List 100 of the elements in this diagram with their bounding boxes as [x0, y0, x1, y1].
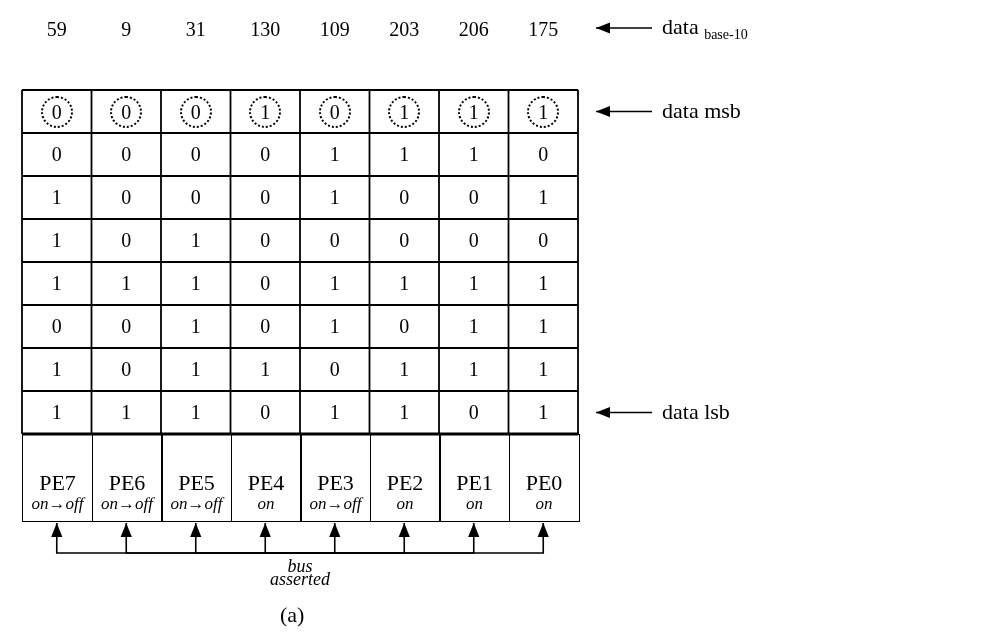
bit-value: 0 — [328, 358, 341, 380]
bit-value: 0 — [259, 229, 272, 251]
bit-value: 0 — [189, 143, 202, 165]
processor-name: PE3 — [317, 471, 354, 495]
bit-value: 0 — [120, 315, 133, 337]
processor-name: PE2 — [386, 471, 424, 495]
circled-bit: 0 — [40, 96, 73, 128]
circled-bit: 0 — [179, 96, 212, 128]
arrow — [595, 406, 653, 419]
processor-box — [22, 434, 93, 522]
bit-value: 1 — [189, 315, 202, 337]
arrow — [595, 22, 653, 34]
bit-value: 0 — [467, 186, 480, 208]
bit-value: 1 — [189, 272, 202, 294]
bit-value: 0 — [120, 358, 133, 380]
decimal-value: 206 — [457, 18, 490, 40]
processor-name: PE1 — [456, 471, 493, 495]
bit-value: 1 — [328, 401, 341, 423]
decimal-value: 109 — [318, 18, 351, 40]
bit-value: 1 — [120, 272, 133, 294]
state-label: on — [466, 495, 483, 513]
bus-label: bus asserted — [265, 560, 335, 586]
bit-value: 1 — [120, 401, 133, 423]
bit-value: 0 — [189, 186, 202, 208]
bit-value: 1 — [50, 229, 63, 251]
bit-value: 1 — [398, 358, 411, 380]
caption: (a) — [280, 602, 305, 628]
bit-value: 1 — [328, 186, 341, 208]
signal-label: data msb — [662, 97, 741, 124]
bit-value: 1 — [537, 315, 550, 337]
signal-label: data $_{base-10}$ — [662, 14, 748, 44]
processor-box — [439, 434, 510, 522]
bit-value: 1 — [189, 358, 202, 380]
processor-box — [300, 434, 371, 522]
bit-value: 1 — [537, 186, 550, 208]
decimal-value: 203 — [388, 18, 421, 40]
bit-value: 0 — [398, 186, 411, 208]
decimal-value: 59 — [45, 18, 68, 40]
processor-name: PE7 — [39, 471, 76, 495]
circled-bit: 1 — [388, 96, 421, 128]
bit-value: 1 — [189, 229, 202, 251]
bit-value: 1 — [398, 401, 411, 423]
arrow — [595, 105, 653, 118]
bit-value: 1 — [467, 315, 480, 337]
decimal-value: 31 — [184, 18, 207, 40]
bit-value: 1 — [467, 143, 480, 165]
bit-value: 1 — [467, 272, 480, 294]
bit-value: 1 — [467, 358, 480, 380]
bit-value: 1 — [189, 401, 202, 423]
arrow — [299, 522, 549, 554]
state-label: on→off — [31, 495, 84, 513]
decimal-value: 9 — [120, 18, 133, 40]
processor-name: PE6 — [108, 471, 146, 495]
bit-value: 0 — [259, 272, 272, 294]
arrow — [259, 522, 301, 554]
bit-value: 1 — [50, 272, 63, 294]
bit-value: 1 — [328, 272, 341, 294]
state-label: on→off — [309, 495, 362, 513]
bit-value: 0 — [467, 229, 480, 251]
decimal-value: 175 — [527, 18, 560, 40]
bit-value: 1 — [328, 315, 341, 337]
bit-value: 1 — [398, 143, 411, 165]
bit-value: 0 — [537, 143, 550, 165]
decimal-value: 130 — [249, 18, 282, 40]
circled-bit: 1 — [249, 96, 282, 128]
processor-box — [91, 434, 163, 522]
processor-name: PE4 — [247, 471, 285, 495]
bit-value: 0 — [50, 143, 63, 165]
bit-value: 0 — [50, 315, 63, 337]
bit-value: 0 — [259, 315, 272, 337]
bit-value: 1 — [50, 401, 63, 423]
bit-value: 0 — [259, 143, 272, 165]
bit-value: 0 — [328, 229, 341, 251]
bit-value: 0 — [120, 229, 133, 251]
bit-value: 1 — [537, 401, 550, 423]
circled-bit: 1 — [527, 96, 560, 128]
circled-bit: 1 — [457, 96, 490, 128]
circled-bit: 0 — [318, 96, 351, 128]
bit-value: 1 — [328, 143, 341, 165]
processor-box — [508, 434, 580, 522]
bit-value: 0 — [467, 401, 480, 423]
bit-value: 1 — [398, 272, 411, 294]
state-label: on — [535, 495, 553, 513]
state-label: on→off — [170, 495, 223, 513]
bit-value: 0 — [398, 315, 411, 337]
processor-box — [161, 434, 232, 522]
circled-bit: 0 — [110, 96, 143, 128]
bit-value: 0 — [537, 229, 550, 251]
state-label: on — [257, 495, 275, 513]
state-label: on→off — [101, 495, 153, 513]
processor-box — [230, 434, 302, 522]
bit-value: 0 — [259, 401, 272, 423]
bit-value: 1 — [259, 358, 272, 380]
processor-name: PE5 — [178, 471, 215, 495]
processor-name: PE0 — [525, 471, 563, 495]
bit-value: 1 — [50, 186, 63, 208]
bit-value: 0 — [259, 186, 272, 208]
bit-value: 1 — [50, 358, 63, 380]
bit-value: 0 — [120, 186, 133, 208]
state-label: on — [396, 495, 414, 513]
